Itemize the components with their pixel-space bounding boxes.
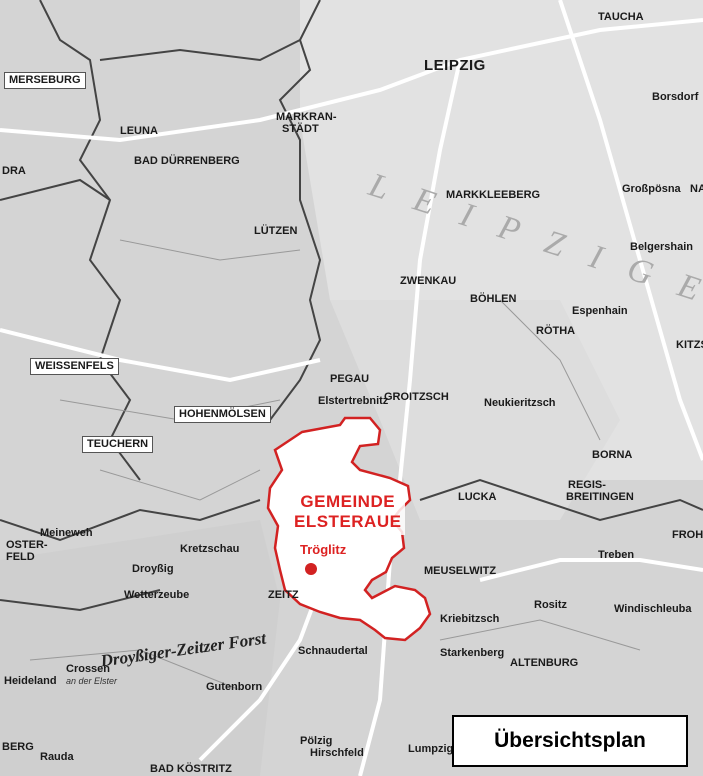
town-borsdorf: Borsdorf bbox=[652, 91, 699, 103]
town-altenburg: ALTENBURG bbox=[510, 657, 579, 669]
legend-title: Übersichtsplan bbox=[494, 729, 646, 752]
town-starkenberg: Starkenberg bbox=[440, 647, 505, 659]
town-kitzscher: KITZS bbox=[676, 339, 703, 351]
town-rositz: Rositz bbox=[534, 599, 567, 611]
town-belgershain: Belgershain bbox=[630, 241, 693, 253]
town-borna: BORNA bbox=[592, 449, 633, 461]
town-dra: DRA bbox=[2, 165, 26, 177]
town-meineweh: Meineweh bbox=[40, 527, 93, 539]
town-elstertrebnitz: Elstertrebnitz bbox=[318, 395, 389, 407]
town-wetterzeube: Wetterzeube bbox=[124, 589, 190, 601]
town-osterfeld-2: FELD bbox=[6, 551, 35, 563]
town-weissenfels: WEISSENFELS bbox=[30, 358, 119, 375]
town-groitzsch: GROITZSCH bbox=[384, 391, 449, 403]
municipality-name-2: ELSTERAUE bbox=[294, 512, 402, 532]
town-meuselwitz: MEUSELWITZ bbox=[424, 565, 497, 577]
town-crossen: Crossen bbox=[66, 663, 111, 675]
town-hohenmoelsen: HOHENMÖLSEN bbox=[174, 406, 271, 423]
town-osterfeld: OSTER- bbox=[6, 539, 48, 551]
town-lucka: LUCKA bbox=[458, 491, 497, 503]
town-markranstadt-2: STÄDT bbox=[282, 123, 319, 135]
town-gutenborn: Gutenborn bbox=[206, 681, 263, 693]
troeglitz-label: Tröglitz bbox=[298, 542, 349, 557]
town-espenhain: Espenhain bbox=[572, 305, 628, 317]
town-pegau: PEGAU bbox=[330, 373, 370, 385]
town-leuna: LEUNA bbox=[120, 125, 158, 137]
town-teuchern: TEUCHERN bbox=[82, 436, 154, 453]
town-rauda: Rauda bbox=[40, 751, 74, 763]
town-poelzig: Pölzig bbox=[300, 735, 333, 747]
legend-title-box: Übersichtsplan bbox=[452, 715, 688, 767]
town-windischleuba: Windischleuba bbox=[614, 603, 692, 615]
town-bergh: BERG bbox=[2, 741, 34, 753]
town-bad-koestritz: BAD KÖSTRITZ bbox=[150, 763, 232, 775]
town-hirschfeld: Hirschfeld bbox=[310, 747, 364, 759]
town-taucha: TAUCHA bbox=[598, 11, 644, 23]
town-na: NA bbox=[690, 183, 703, 195]
town-boehlen: BÖHLEN bbox=[470, 293, 517, 305]
town-leipzig: LEIPZIG bbox=[424, 57, 486, 74]
district-boundaries bbox=[0, 0, 703, 612]
southwest-region bbox=[0, 520, 280, 776]
town-markranstadt: MARKRAN- bbox=[276, 111, 337, 123]
town-schnaudertal: Schnaudertal bbox=[298, 645, 368, 657]
municipality-name-1: GEMEINDE bbox=[300, 492, 396, 511]
town-frohburg: FROHB bbox=[672, 529, 703, 541]
town-treben: Treben bbox=[598, 549, 635, 561]
town-heideland: Heideland bbox=[4, 675, 57, 687]
town-roetha: RÖTHA bbox=[536, 325, 576, 337]
municipality-label[interactable]: GEMEINDE ELSTERAUE bbox=[290, 490, 406, 535]
town-regis: REGIS- bbox=[568, 479, 606, 491]
town-crossen-2: an der Elster bbox=[66, 676, 118, 686]
town-zwenkau: ZWENKAU bbox=[400, 275, 457, 287]
troeglitz-marker[interactable] bbox=[305, 563, 317, 575]
town-luetzen: LÜTZEN bbox=[254, 225, 298, 237]
town-zeitz: ZEITZ bbox=[268, 589, 299, 601]
town-kretzschau: Kretzschau bbox=[180, 543, 240, 555]
town-markkleeberg: MARKKLEEBERG bbox=[446, 189, 541, 201]
town-grosspoesna: Großpösna bbox=[622, 183, 681, 195]
town-regis-2: BREITINGEN bbox=[566, 491, 634, 503]
town-neukieritzsch: Neukieritzsch bbox=[484, 397, 556, 409]
town-kriebitzsch: Kriebitzsch bbox=[440, 613, 500, 625]
town-lumpzig: Lumpzig bbox=[408, 743, 454, 755]
town-droyssig: Droyßig bbox=[132, 563, 174, 575]
town-merseburg: MERSEBURG bbox=[4, 72, 86, 89]
town-bad-duerrenberg: BAD DÜRRENBERG bbox=[134, 155, 240, 167]
